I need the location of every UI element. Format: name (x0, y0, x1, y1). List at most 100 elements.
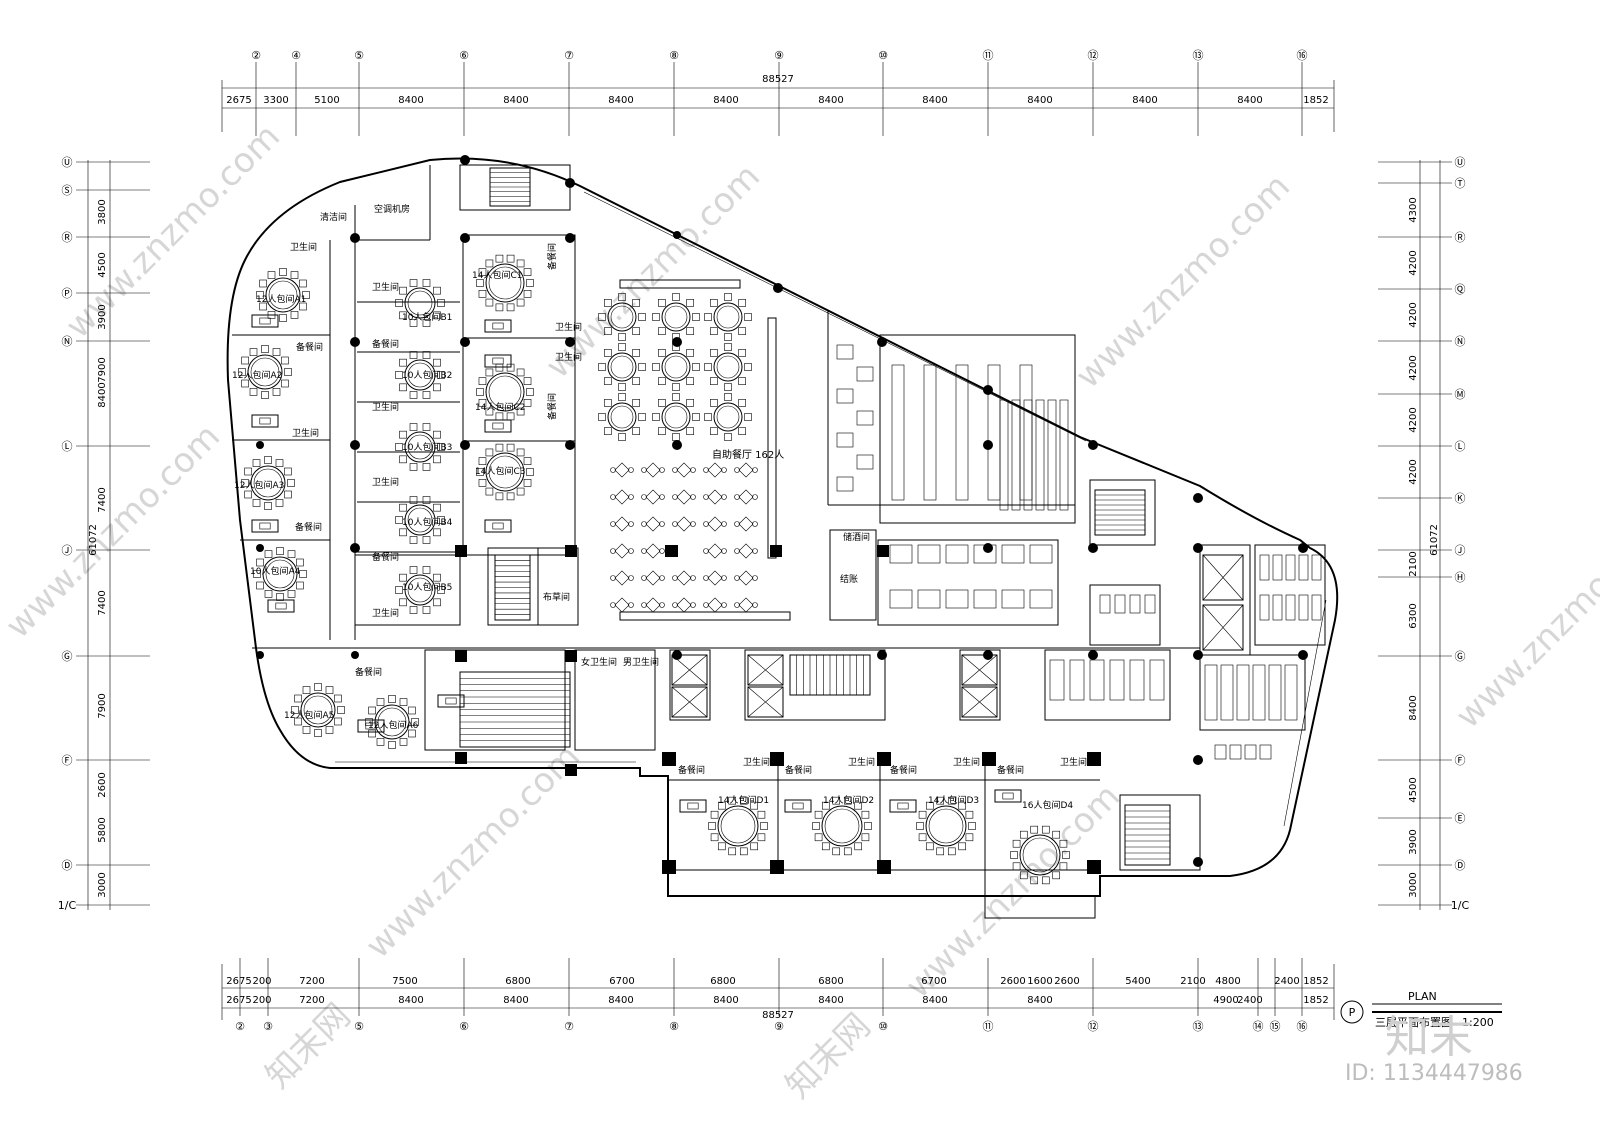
left-dimension: 4500 (97, 252, 108, 277)
buffet-chair (659, 521, 665, 527)
label-d3: 14人包间D3 (928, 794, 979, 806)
round-table-inner (488, 375, 522, 409)
round-table-inner (716, 305, 740, 329)
buffet-chair (628, 521, 634, 527)
round-table (485, 372, 525, 412)
kitchen-counter (856, 366, 874, 382)
chair (302, 686, 311, 694)
chair (478, 399, 487, 407)
round-table (661, 402, 691, 432)
chair (1059, 839, 1068, 848)
right-axis-label: Ⓤ (1455, 156, 1466, 169)
chair (728, 796, 737, 805)
sofa (251, 414, 279, 428)
chair (692, 313, 700, 321)
chair (437, 371, 445, 379)
chair (506, 412, 515, 421)
chair (750, 801, 759, 810)
chair (632, 349, 640, 357)
kitchen-counter (836, 388, 854, 404)
left-dimension: 7900 (97, 357, 108, 382)
watermark-site-2: www.znzmo.com (538, 156, 768, 386)
kitchen-counter (1029, 589, 1053, 609)
chair (618, 343, 626, 351)
chair (717, 842, 726, 851)
chair (314, 683, 322, 691)
kitchen-counter (1099, 594, 1111, 614)
chair (495, 412, 504, 421)
right-axis-label: 1/C (1451, 899, 1470, 912)
left-dimension: 3900 (97, 304, 108, 329)
buffet-chair (734, 575, 740, 581)
round-table (607, 302, 637, 332)
chair (241, 379, 249, 388)
image-id: ID: 1134447986 (1345, 1061, 1523, 1086)
buffet-chair (721, 521, 727, 527)
label-linen: 布草间 (543, 591, 570, 603)
label-prep-a3: 备餐间 (295, 521, 322, 533)
buffet-chair (628, 548, 634, 554)
chair (259, 302, 267, 311)
chair (523, 377, 532, 385)
bottom-dimension-row1: 1852 (1303, 976, 1328, 987)
chair (495, 303, 504, 312)
chair (267, 271, 276, 279)
interior-walls (232, 164, 1326, 896)
chair (409, 351, 418, 359)
buffet-chair (734, 548, 740, 554)
chair (334, 717, 342, 726)
watermark-brand-2: 知末网 (778, 1006, 878, 1106)
coffee-table (365, 722, 377, 730)
left-axis-label: Ⓖ (62, 650, 73, 663)
left-dimension: 7400 (97, 487, 108, 512)
buffet-table (738, 570, 754, 586)
kitchen-counter (1089, 659, 1105, 701)
kitchen-counter (1109, 659, 1125, 701)
kitchen-counter (856, 454, 874, 470)
chair (244, 490, 252, 499)
chair (422, 463, 431, 471)
bottom-dimension-row1: 6800 (818, 976, 843, 987)
buffet-chair (703, 467, 709, 473)
round-table (265, 277, 301, 313)
buffet-chair (672, 521, 678, 527)
label-a5: 12人包间A5 (284, 709, 334, 721)
chair (281, 356, 289, 365)
coffee-table (259, 417, 271, 425)
buffet-tables (610, 462, 758, 613)
chair (241, 479, 249, 487)
right-axis-label: Ⓙ (1455, 544, 1466, 557)
chair (843, 847, 852, 856)
buffet-chair (734, 602, 740, 608)
label-c2: 14人包间C2 (475, 401, 525, 413)
chair (376, 738, 385, 746)
round-table-inner (377, 707, 407, 737)
chair (264, 502, 272, 510)
chair (618, 333, 626, 341)
left-axis-label: Ⓛ (62, 440, 73, 453)
bottom-dimension-row2: 200 (252, 995, 271, 1006)
bottom-axis-label: ⑪ (983, 1020, 994, 1033)
round-table-inner (407, 507, 433, 533)
chair (422, 319, 431, 327)
chair (284, 368, 292, 376)
chair (604, 427, 612, 435)
coffee-table (275, 602, 287, 610)
buffet-chair (628, 467, 634, 473)
label-toilet-a1: 卫生间 (290, 241, 317, 253)
chair (958, 842, 967, 851)
chair (744, 313, 752, 321)
label-b1: 10人包间B1 (402, 311, 452, 323)
chair (422, 351, 431, 359)
round-table-inner (610, 305, 634, 329)
left-axis-label: Ⓙ (62, 544, 73, 557)
buffet-table (738, 489, 754, 505)
sofa (889, 799, 917, 813)
left-axis-label: Ⓡ (62, 231, 73, 244)
chair (738, 327, 746, 335)
chair (399, 503, 407, 512)
chair (422, 606, 431, 614)
chair (632, 399, 640, 407)
